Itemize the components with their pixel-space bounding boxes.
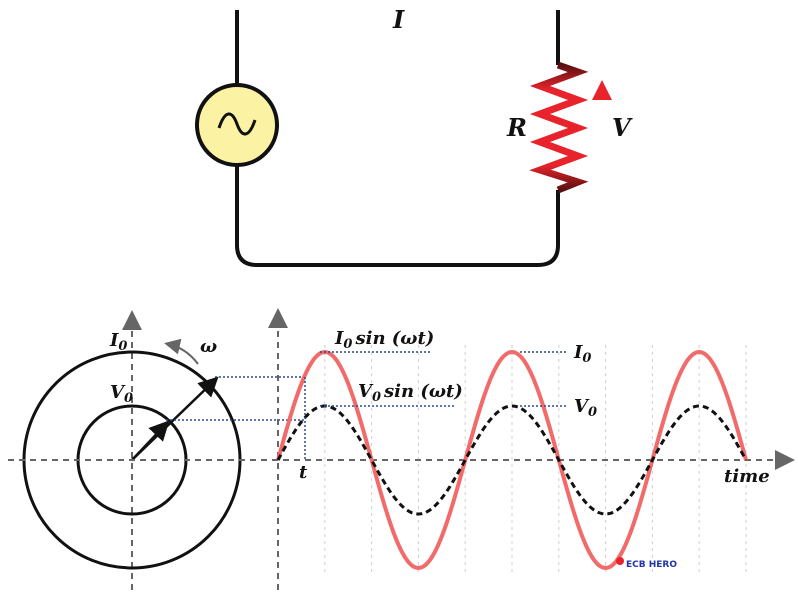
voltage-arrow-head [592,80,612,100]
omega-label: ω [200,336,217,357]
ac-source [195,83,279,167]
voltage-peak-label: V0 [574,396,597,420]
current-peak-label: I0 [573,342,591,366]
phasor-current-label: I0 [109,330,127,354]
phasor-diagram: ω I0 V0 [8,310,305,590]
voltage-arrow [592,80,612,170]
resistor-zigzag [529,61,589,194]
voltage-label: V [612,113,633,142]
voltage-waveform [276,404,748,516]
ac-source-sine-icon [217,112,257,136]
circuit-wire [235,10,560,267]
resistor-label: R [506,113,527,142]
rotation-arrow [164,338,199,365]
circuit: I R V [195,5,633,267]
time-axis-label: time [724,466,770,487]
watermark: ECB HERO [626,560,677,570]
watermark-logo-icon [616,557,624,565]
voltage-phasor-arrow [131,420,170,461]
t-label: t [299,462,308,483]
current-label: I [392,5,405,34]
phasor-voltage-label: V0 [110,382,133,406]
